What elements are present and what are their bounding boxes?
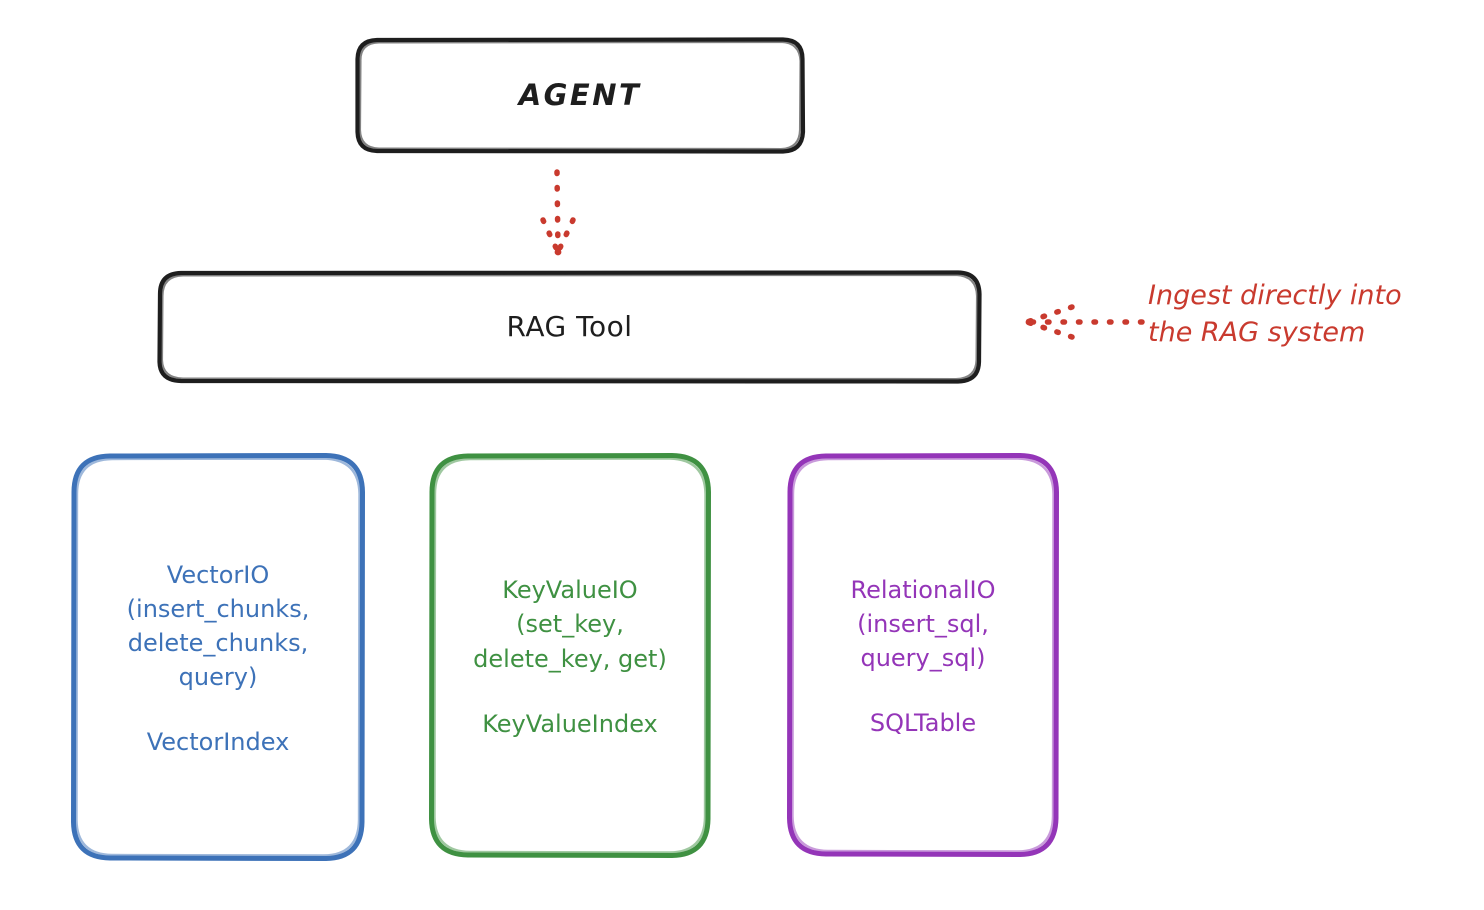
node-key-value-io-label: KeyValueIO (set_key, delete_key, get) bbox=[473, 576, 667, 673]
node-key-value-io-sublabel: KeyValueIndex bbox=[482, 709, 658, 738]
node-key-value-io[interactable]: KeyValueIO (set_key, delete_key, get) Ke… bbox=[428, 452, 712, 859]
connector-agent-to-rag-tool bbox=[540, 169, 576, 256]
node-agent[interactable]: AGENT bbox=[355, 37, 806, 154]
node-vector-io[interactable]: VectorIO (insert_chunks, delete_chunks, … bbox=[70, 452, 366, 862]
node-relational-io-label: RelationalIO (insert_sql, query_sql) bbox=[850, 575, 996, 673]
node-rag-tool-label: RAG Tool bbox=[506, 309, 633, 343]
annotation-ingest-note: Ingest directly into the RAG system bbox=[1148, 280, 1402, 349]
node-rag-tool[interactable]: RAG Tool bbox=[157, 270, 982, 384]
node-relational-io[interactable]: RelationalIO (insert_sql, query_sql) SQL… bbox=[786, 452, 1060, 858]
node-relational-io-sublabel: SQLTable bbox=[869, 709, 977, 738]
connector-annotation-to-rag-tool bbox=[1025, 304, 1145, 340]
node-vector-io-label: VectorIO (insert_chunks, delete_chunks, … bbox=[126, 560, 310, 692]
node-agent-label: AGENT bbox=[518, 77, 642, 112]
node-vector-io-sublabel: VectorIndex bbox=[146, 728, 290, 757]
